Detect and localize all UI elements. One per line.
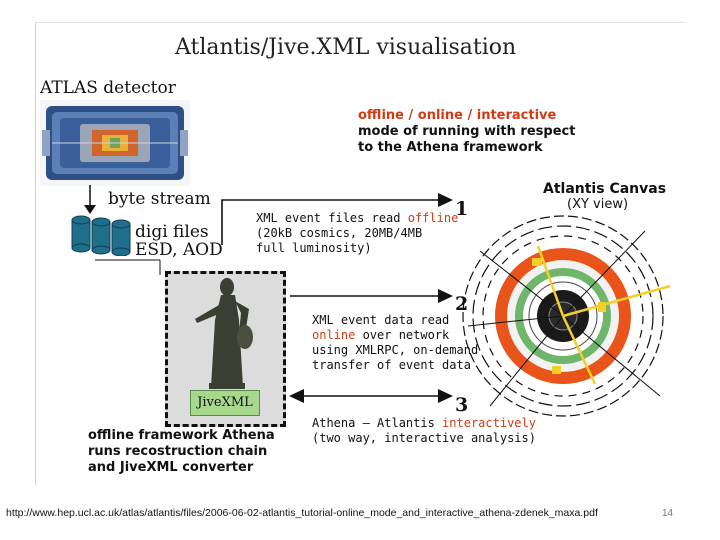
path-1-number: 1 [455, 198, 469, 220]
path-2-number: 2 [455, 293, 469, 315]
byte-stream-arrow [84, 185, 96, 214]
path-3-number: 3 [455, 394, 469, 416]
athena-statue-image [195, 278, 253, 389]
athena-line-2: runs recostruction chain [88, 444, 268, 459]
modes-line-2: mode of running with respect [358, 124, 576, 139]
footer-url[interactable]: http://www.hep.ucl.ac.uk/atlas/atlantis/… [6, 507, 598, 519]
detector-label: ATLAS detector [40, 78, 176, 98]
byte-stream-label: byte stream [108, 189, 211, 209]
atlas-detector-image [40, 100, 190, 186]
modes-line-3: to the Athena framework [358, 140, 543, 155]
path-3-line-1: Athena – Atlantis interactively [312, 416, 536, 430]
atlantis-xy-view [462, 215, 671, 417]
path-1-line-2: (20kB cosmics, 20MB/4MB [256, 226, 423, 240]
page-number: 14 [662, 508, 674, 519]
path-3-line-2: (two way, interactive analysis) [312, 431, 536, 445]
modes-line-1: offline / online / interactive [358, 108, 557, 123]
esd-aod-label: ESD, AOD [135, 240, 223, 260]
canvas-sublabel: (XY view) [567, 197, 629, 212]
athena-line-3: and JiveXML converter [88, 460, 254, 475]
path-1-line-3: full luminosity) [256, 241, 372, 255]
slide-frame [35, 22, 686, 485]
digi-files-label: digi files [135, 222, 209, 242]
canvas-label: Atlantis Canvas [543, 181, 667, 197]
path-2-line-1: XML event data read [312, 313, 450, 327]
athena-line-1: offline framework Athena [88, 428, 275, 443]
path-1-line-1: XML event files read offline [256, 211, 459, 225]
path-2-line-4: transfer of event data [312, 358, 471, 372]
path-2-line-3: using XMLRPC, on-demand [312, 343, 479, 357]
jivexml-label: JiveXML [190, 390, 260, 416]
slide-title: Atlantis/Jive.XML visualisation [175, 35, 517, 60]
path-2-line-2: online over network [312, 328, 450, 342]
disk-storage-icon [71, 215, 131, 256]
